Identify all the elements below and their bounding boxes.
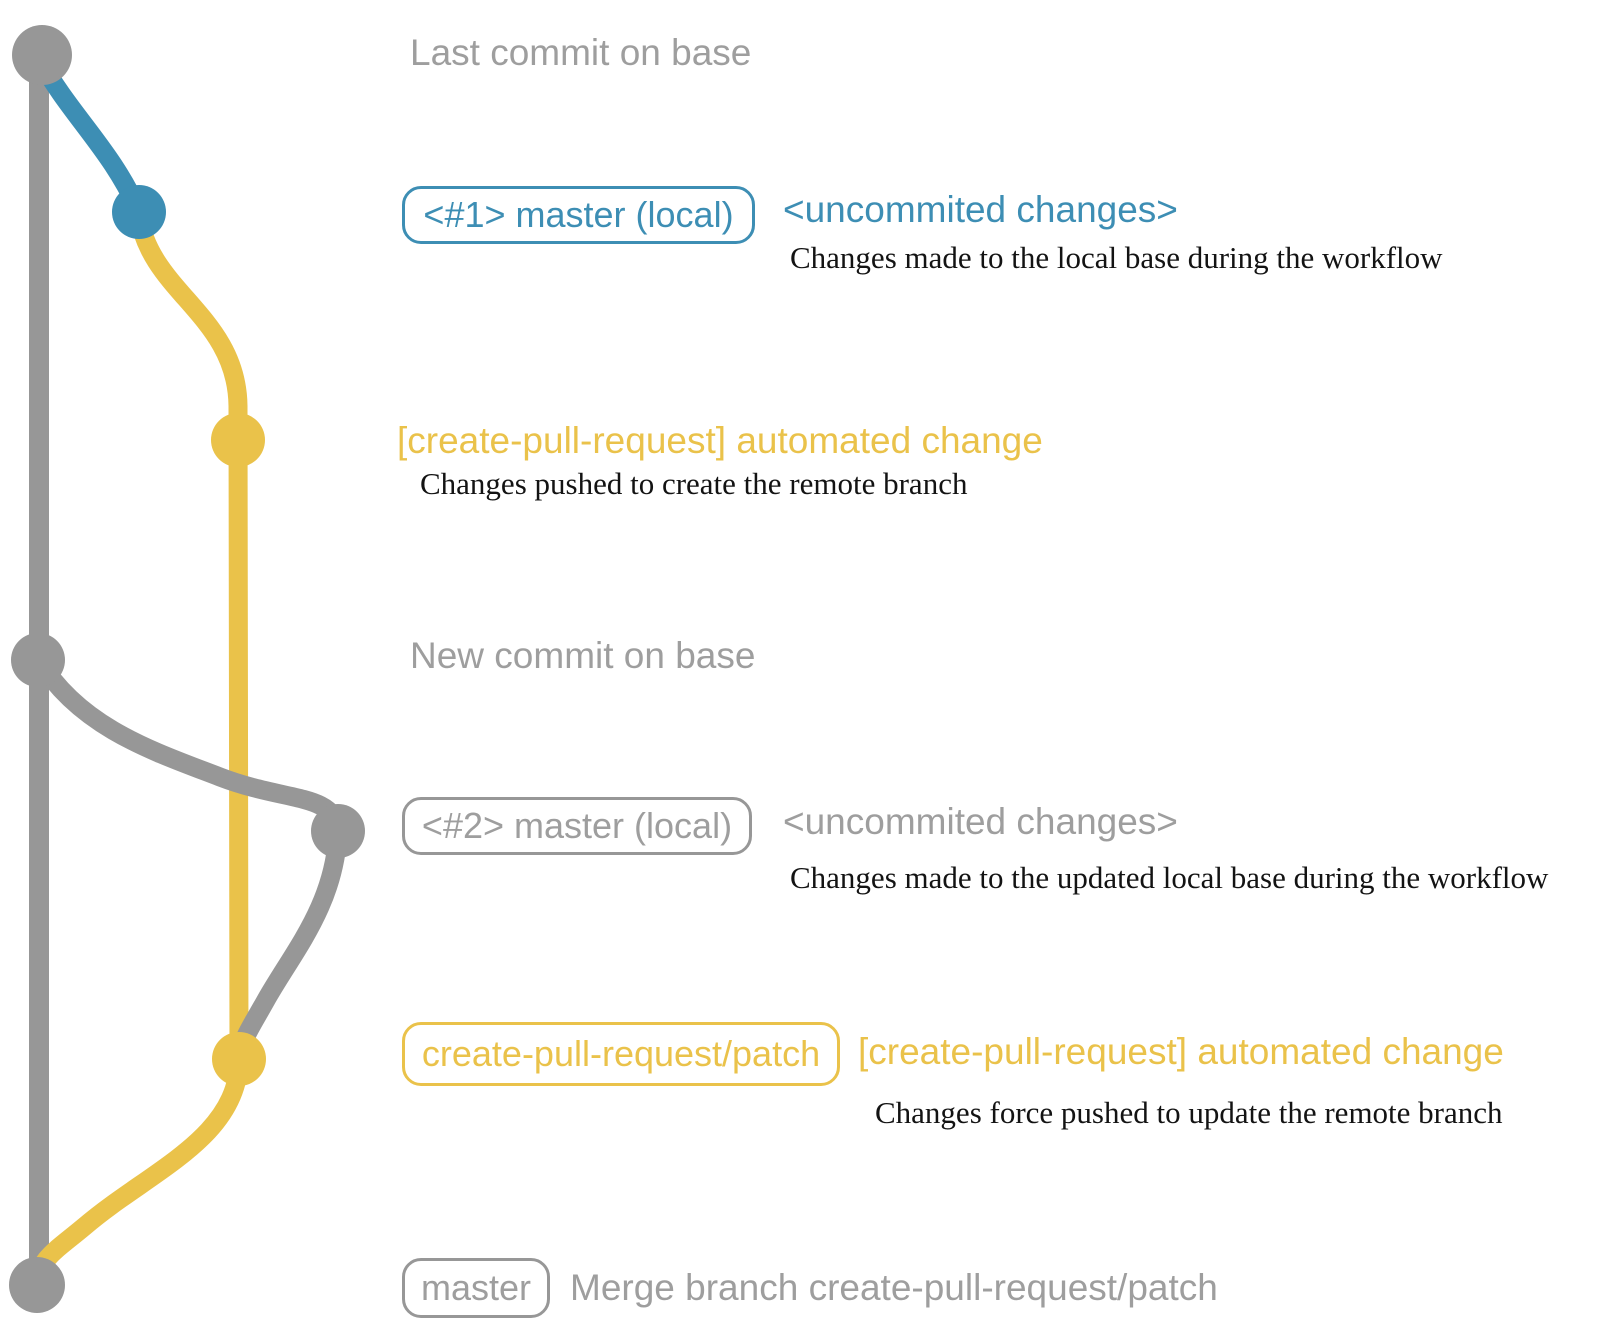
- branch-badge-patch: create-pull-request/patch: [402, 1022, 840, 1086]
- commit-subtitle-automated-1: Changes pushed to create the remote bran…: [420, 466, 968, 501]
- commit-dot-local-master-2: [311, 804, 365, 858]
- commit-title-uncommitted-2: <uncommited changes>: [783, 801, 1178, 842]
- commit-subtitle-uncommitted-2: Changes made to the updated local base d…: [790, 860, 1549, 895]
- new-commit-label: New commit on base: [410, 635, 756, 676]
- local-master-branch-curve: [30, 50, 149, 222]
- patch-branch-merge-curve: [28, 1049, 249, 1293]
- commit-title-automated-2: [create-pull-request] automated change: [858, 1031, 1504, 1072]
- commit-dot-local-master-1: [112, 185, 166, 239]
- commit-dot-last-base: [12, 25, 72, 85]
- last-commit-label: Last commit on base: [410, 32, 752, 73]
- commit-dot-automated-change-2: [212, 1032, 266, 1086]
- commit-subtitle-uncommitted-1: Changes made to the local base during th…: [790, 240, 1443, 275]
- commit-dot-new-base: [11, 633, 65, 687]
- branch-badge-master-local-1: <#1> master (local): [402, 186, 755, 244]
- branch-badge-master-local-2: <#2> master (local): [402, 797, 752, 855]
- commit-title-uncommitted-1: <uncommited changes>: [783, 189, 1178, 230]
- base-branch-rebase-curve: [230, 821, 348, 1066]
- commit-dot-automated-change-1: [211, 413, 265, 467]
- patch-branch-line: [129, 206, 249, 1069]
- base-branch-out-curve: [29, 650, 348, 839]
- commit-title-merge: Merge branch create-pull-request/patch: [570, 1267, 1218, 1308]
- commit-subtitle-automated-2: Changes force pushed to update the remot…: [875, 1095, 1503, 1130]
- branch-badge-master: master: [402, 1258, 550, 1318]
- commit-title-automated-1: [create-pull-request] automated change: [397, 420, 1043, 461]
- commit-dot-merge: [9, 1257, 65, 1313]
